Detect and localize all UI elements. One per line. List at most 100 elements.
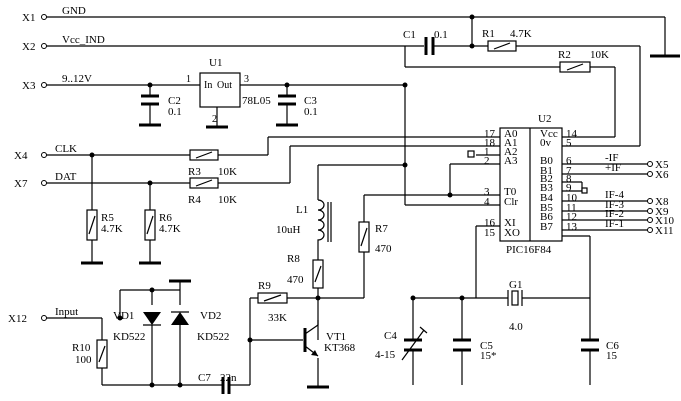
g1-ref: G1 xyxy=(509,279,522,291)
u2-pin-name: B0 xyxy=(540,155,553,167)
u2-pin-name: B4 xyxy=(540,192,553,204)
resistor-r4: R4 10K xyxy=(188,177,237,206)
u1-in-label: In xyxy=(204,80,212,91)
vd1-ref: VD1 xyxy=(113,310,134,322)
u2-pin-name: B7 xyxy=(540,221,553,233)
c6-value: 15 xyxy=(606,350,618,362)
g1-value: 4.0 xyxy=(509,321,523,333)
connector-x3-label: X3 xyxy=(22,80,36,92)
connector-x5-label: X5 xyxy=(655,159,669,171)
regulator-u1: In Out U1 78L05 1 2 3 xyxy=(186,57,271,125)
ground-symbols xyxy=(81,54,680,389)
c1-value: 0.1 xyxy=(434,29,448,41)
c4-ref: C4 xyxy=(384,330,397,342)
resistor-r10: R10 100 xyxy=(72,339,108,369)
u2-pin-number: 18 xyxy=(484,137,496,149)
connector-x6: X6 xyxy=(647,169,669,181)
r8-ref: R8 xyxy=(287,253,300,265)
vt1-ref: VT1 xyxy=(326,331,346,343)
capacitor-c5: C5 15* xyxy=(453,338,497,362)
u2-ref: U2 xyxy=(538,113,551,125)
r6-ref: R6 xyxy=(159,212,172,224)
connector-x9-label: X9 xyxy=(655,206,669,218)
u2-pin-number: 5 xyxy=(566,137,572,149)
u2-pin-name: A0 xyxy=(504,128,518,140)
l1-value: 10uH xyxy=(276,224,301,236)
u2-pin-name: 0v xyxy=(540,137,552,149)
net-supply-label: 9..12V xyxy=(62,73,92,85)
junction-dots xyxy=(89,14,475,388)
connector-x8: X8 xyxy=(647,196,669,208)
u2-pin-name: XO xyxy=(504,227,520,239)
connector-x8-label: X8 xyxy=(655,196,669,208)
u1-out-label: Out xyxy=(217,80,232,91)
net-clk-label: CLK xyxy=(55,143,77,155)
u2-pin-name: B6 xyxy=(540,211,553,223)
connectors: X1 X2 X3 X4 X7 X12 X5 X6 xyxy=(8,12,674,325)
u2-pin-name: A1 xyxy=(504,137,517,149)
diode-vd1: VD1 KD522 xyxy=(113,310,161,343)
vd2-ref: VD2 xyxy=(200,310,221,322)
r7-ref: R7 xyxy=(375,223,388,235)
diode-vd2: VD2 KD522 xyxy=(171,310,229,343)
u2-pin-number: 12 xyxy=(566,211,577,223)
net-gnd-label: GND xyxy=(62,5,86,17)
net-if2-label: IF-2 xyxy=(605,208,624,220)
r8-value: 470 xyxy=(287,274,304,286)
u1-ref: U1 xyxy=(209,57,222,69)
net-labels: GND Vcc_IND 9..12V CLK DAT Input -IF +IF… xyxy=(55,5,624,318)
r4-ref: R4 xyxy=(188,194,201,206)
connector-x7-label: X7 xyxy=(14,178,28,190)
l1-ref: L1 xyxy=(296,204,308,216)
net-minus-if-label: -IF xyxy=(605,152,618,164)
vt1-part: KT368 xyxy=(324,342,356,354)
u2-pin-number: 1 xyxy=(484,146,490,158)
connector-x10-label: X10 xyxy=(655,215,674,227)
u2-part: PIC16F84 xyxy=(506,244,552,256)
u2-pin-number: 9 xyxy=(566,182,572,194)
u2-pin-name: B3 xyxy=(540,182,553,194)
c5-value: 15* xyxy=(480,350,497,362)
connector-x7: X7 xyxy=(14,178,47,190)
u2-pin-number: 4 xyxy=(484,196,490,208)
u2-pin-number: 15 xyxy=(484,227,496,239)
r5-ref: R5 xyxy=(101,212,114,224)
r2-ref: R2 xyxy=(558,49,571,61)
c1-ref: C1 xyxy=(403,29,416,41)
capacitor-c1: C1 0.1 xyxy=(403,29,448,55)
u2-pin-number: 11 xyxy=(566,202,577,214)
vd1-part: KD522 xyxy=(113,331,145,343)
connector-x1-label: X1 xyxy=(22,12,35,24)
u2-pin-name: A3 xyxy=(504,155,518,167)
connector-x10: X10 xyxy=(647,215,674,227)
capacitor-c2: C2 0.1 xyxy=(141,94,182,118)
connector-x1: X1 xyxy=(22,12,47,24)
connector-x2: X2 xyxy=(22,41,47,53)
u2-pin-name: A2 xyxy=(504,146,517,158)
net-dat-label: DAT xyxy=(55,171,77,183)
u2-pin-number: 6 xyxy=(566,155,572,167)
connector-x12: X12 xyxy=(8,313,47,325)
c2-ref: C2 xyxy=(168,95,181,107)
connector-x4-label: X4 xyxy=(14,150,28,162)
c7-ref: C7 xyxy=(198,372,211,384)
resistor-r3: R3 10K xyxy=(188,149,237,178)
resistor-r2: R2 10K xyxy=(558,49,609,73)
u2-pin-number: 10 xyxy=(566,192,578,204)
net-input-label: Input xyxy=(55,306,78,318)
u2-pin-name: B5 xyxy=(540,202,553,214)
u2-pin-name: B2 xyxy=(540,173,553,185)
u2-pin-name: Vcc xyxy=(540,128,558,140)
net-if3-label: IF-3 xyxy=(605,199,624,211)
u1-pin2: 2 xyxy=(212,114,217,125)
u2-pin-number: 17 xyxy=(484,128,496,140)
u1-part: 78L05 xyxy=(242,95,271,107)
resistor-r5: R5 4.7K xyxy=(86,209,123,241)
inductor-l1: L1 10uH xyxy=(276,199,332,245)
u2-pin-number: 2 xyxy=(484,155,490,167)
transistor-vt1: VT1 KT368 xyxy=(303,320,356,357)
r4-value: 10K xyxy=(218,194,237,206)
net-plus-if-label: +IF xyxy=(605,162,621,174)
